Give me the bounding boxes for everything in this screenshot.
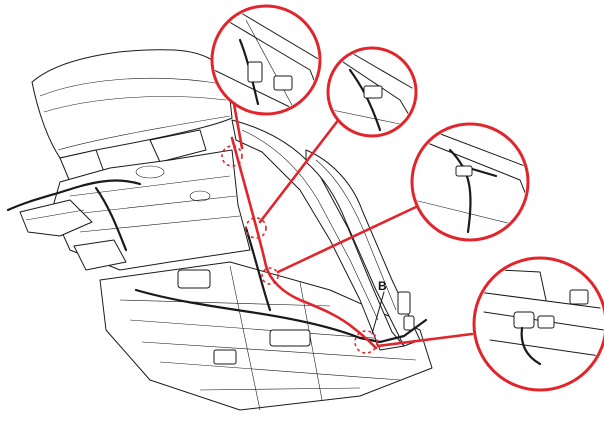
rear-floor-panel <box>19 149 251 271</box>
rear-seat-back <box>31 49 233 183</box>
callout-b: B <box>371 279 387 335</box>
detail-view-1 <box>210 4 322 116</box>
detail-view-3 <box>410 122 530 242</box>
detail-view-4 <box>472 256 604 392</box>
side-pillar-structure <box>231 119 421 351</box>
callout-b-label: B <box>378 279 387 293</box>
detail-view-2 <box>326 46 418 138</box>
leader-lines <box>232 102 474 348</box>
highlighted-harness-route <box>221 136 378 354</box>
wiring-harness <box>6 179 428 344</box>
main-floor-panel <box>99 261 433 411</box>
